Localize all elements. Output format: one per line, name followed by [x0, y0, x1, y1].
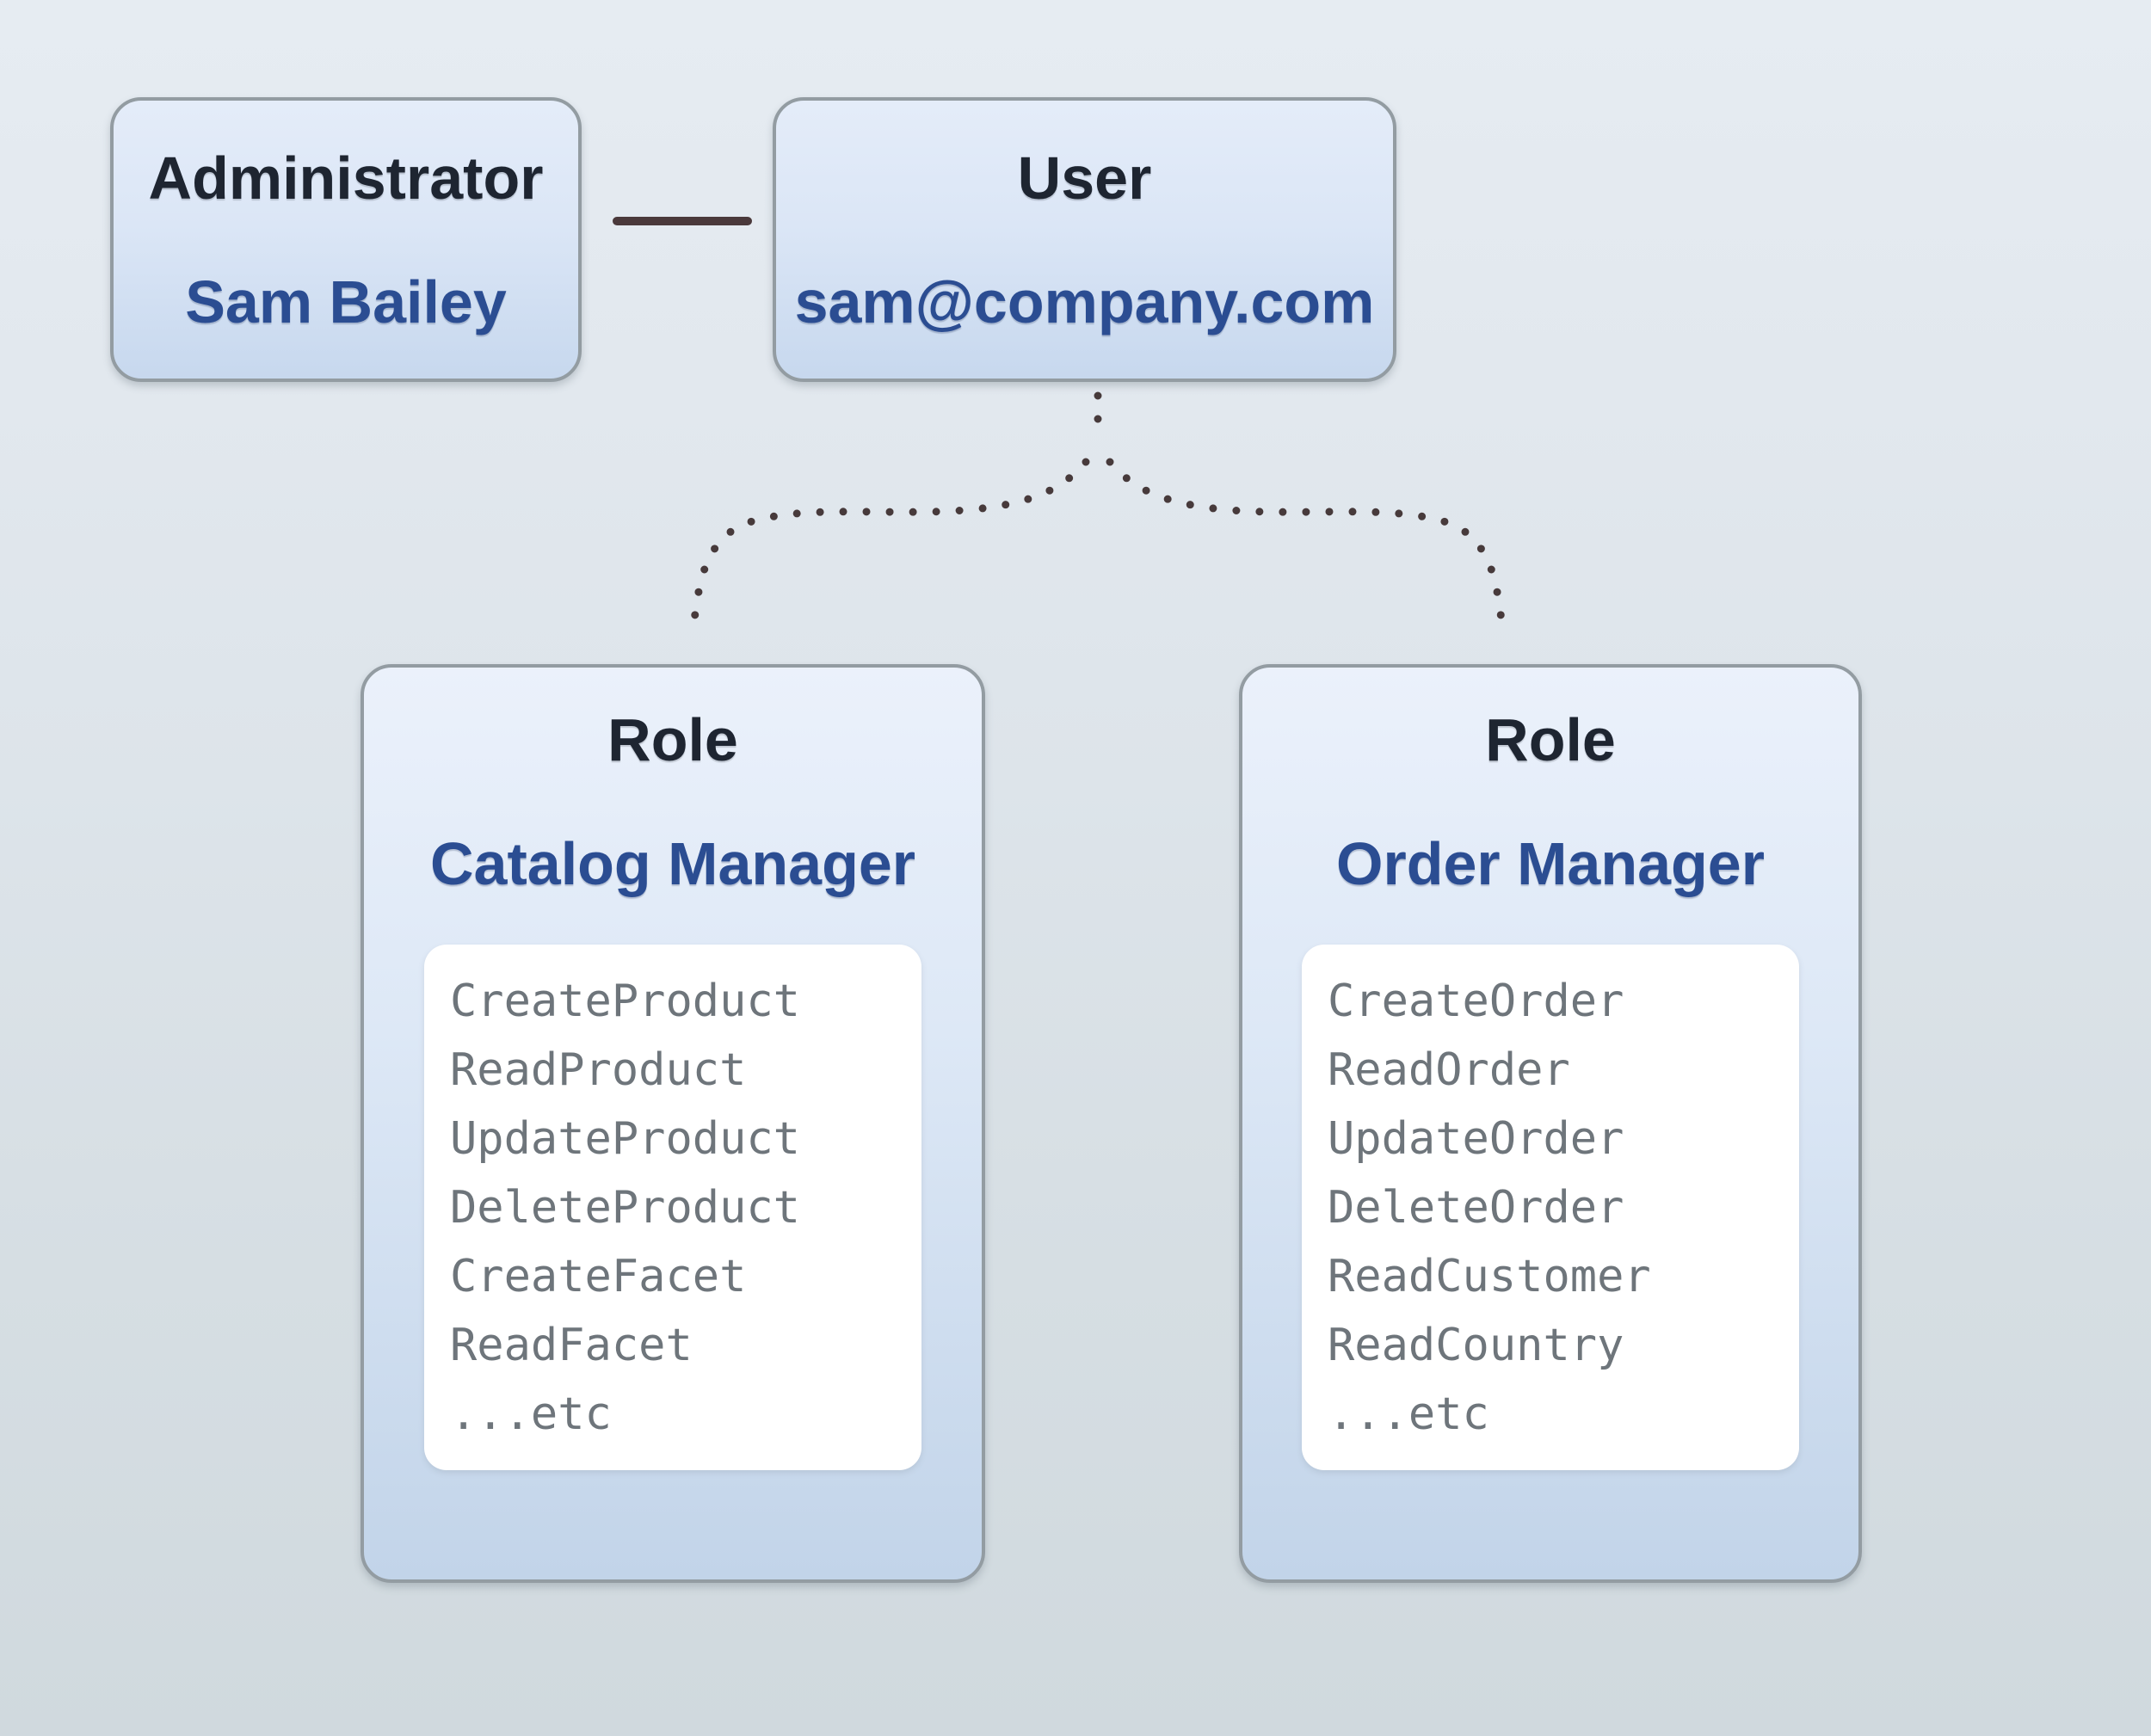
- permission-item: ReadOrder: [1328, 1044, 1570, 1096]
- user-node-email: sam@company.com: [794, 268, 1375, 336]
- role-node-title: Role: [607, 706, 738, 773]
- administrator-node-name: Sam Bailey: [185, 268, 507, 336]
- permission-item: ReadCountry: [1328, 1320, 1624, 1371]
- permission-item: CreateFacet: [450, 1251, 747, 1302]
- permissions-panel: CreateProduct ReadProduct UpdateProduct …: [424, 945, 921, 1470]
- role-node-catalog-manager: Role Catalog Manager CreateProduct ReadP…: [361, 664, 985, 1583]
- permission-item: ...etc: [1328, 1388, 1489, 1440]
- permission-item: CreateProduct: [450, 976, 800, 1027]
- permission-item: ...etc: [450, 1388, 612, 1440]
- administrator-node: Administrator Sam Bailey: [110, 97, 582, 382]
- permission-item: ReadCustomer: [1328, 1251, 1651, 1302]
- permission-item: ReadFacet: [450, 1320, 693, 1371]
- permission-item: DeleteOrder: [1328, 1182, 1624, 1234]
- permission-item: UpdateOrder: [1328, 1113, 1624, 1165]
- role-node-name: Order Manager: [1336, 830, 1765, 897]
- role-node-name: Catalog Manager: [430, 830, 915, 897]
- permissions-panel: CreateOrder ReadOrder UpdateOrder Delete…: [1302, 945, 1799, 1470]
- user-catalog-role-dotted-connector: [690, 458, 1090, 625]
- role-node-title: Role: [1485, 706, 1616, 773]
- user-node: User sam@company.com: [773, 97, 1396, 382]
- permission-item: CreateOrder: [1328, 976, 1624, 1027]
- permission-item: DeleteProduct: [450, 1182, 800, 1234]
- permission-item: ReadProduct: [450, 1044, 747, 1096]
- role-node-order-manager: Role Order Manager CreateOrder ReadOrder…: [1239, 664, 1862, 1583]
- permission-item: UpdateProduct: [450, 1113, 800, 1165]
- administrator-node-title: Administrator: [148, 145, 544, 212]
- user-node-title: User: [1017, 145, 1152, 212]
- user-order-role-dotted-connector: [1106, 458, 1506, 625]
